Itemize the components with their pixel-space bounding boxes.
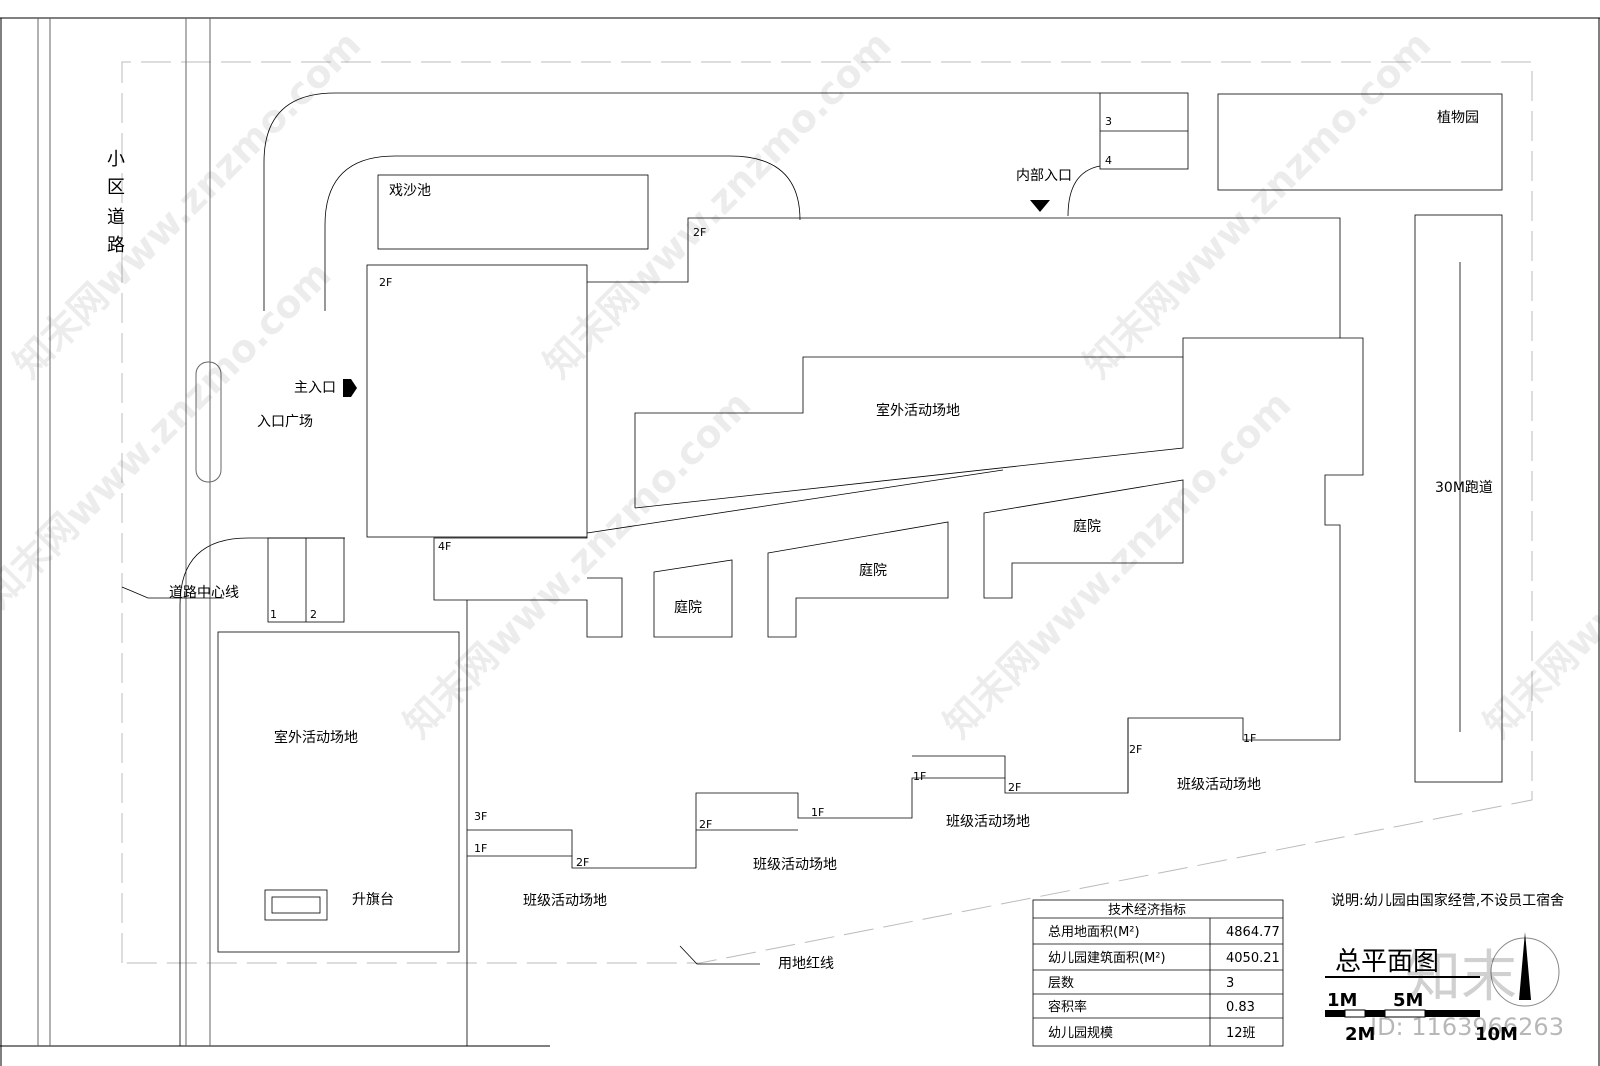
main-entrance-arrow-icon [343,379,357,397]
floor-label: 1F [1243,732,1256,745]
entrance-plaza-label: 入口广场 [257,414,313,430]
drawing-frame [0,17,1600,1066]
title-block: 总平面图 1M 5M 2M 10M [1325,932,1560,1045]
watermark-text: 知末网www.znzmo.com [0,252,339,616]
scale-label-10m: 10M [1475,1024,1518,1045]
parking-number-4: 4 [1105,154,1112,167]
floor-labels: 2F 2F 4F 3F 1F 2F 2F 1F 1F 2F 2F 1F [379,226,1256,869]
main-entrance-label: 主入口 [294,380,336,396]
watermark-text: 知末网www.znzmo.com [535,22,899,386]
track-label: 30M跑道 [1435,480,1493,496]
class-area-label-3: 班级活动场地 [753,857,837,873]
garden-label: 植物园 [1437,110,1479,126]
indicator-label: 幼儿园规模 [1048,1026,1113,1041]
floor-label: 2F [1008,781,1021,794]
watermark-id: ID: 1163966263 [1370,1013,1564,1041]
parking-number-1: 1 [270,608,277,621]
indicators-table: 技术经济指标 总用地面积(M²) 4864.77 幼儿园建筑面积(M²) 405… [1032,899,1284,1047]
entrance-arrows [343,200,1050,397]
scale-label-5m: 5M [1393,990,1423,1011]
internal-entrance-arrow-icon [1030,200,1050,212]
floor-label: 1F [913,770,926,783]
kindergarten-building [366,217,1364,1046]
outdoor-area-top [634,337,1340,509]
internal-entrance-label: 内部入口 [1016,168,1072,184]
courtyard-label-1: 庭院 [1073,518,1101,535]
floor-label: 2F [1129,743,1142,756]
indicators-header: 技术经济指标 [1108,903,1186,918]
courtyards [653,479,1184,638]
courtyard-label-3: 庭院 [674,599,702,616]
watermarks: 知末网www.znzmo.com 知末网www.znzmo.com 知末网www… [0,22,1600,1041]
parking-numbers: 1 2 3 4 [270,115,1112,621]
watermark-brand: 知末 [1405,945,1517,1010]
indicator-value: 4864.77 [1226,925,1280,940]
watermark-text: 知末网www.znzmo.com [1075,22,1439,386]
floor-label: 1F [811,806,824,819]
parking-stalls [267,92,1189,623]
indicator-label: 层数 [1048,976,1074,991]
boundary-line-label: 用地红线 [778,956,834,972]
floor-label: 2F [699,818,712,831]
floor-label: 3F [474,810,487,823]
scale-label-1m: 1M [1327,990,1357,1011]
indicator-label: 总用地面积(M²) [1048,925,1140,940]
scale-label-2m: 2M [1345,1024,1375,1045]
outdoor-area-left-label: 室外活动场地 [274,729,358,746]
road-label-2: 区 [107,177,125,198]
indicator-value: 4050.21 [1226,951,1280,966]
internal-road [179,92,1101,1046]
indicator-value: 0.83 [1226,1000,1255,1015]
sandpit-label: 戏沙池 [389,183,431,199]
leader-lines [121,586,760,965]
scale-bar [1325,1009,1480,1018]
indicator-label: 幼儿园建筑面积(M²) [1048,950,1166,966]
plan-labels: 小 区 道 路 戏沙池 内部入口 植物园 主入口 入口广场 室外活动场地 30M… [107,110,1564,972]
site-boundary [121,61,1533,964]
flag-platform-label: 升旗台 [352,892,394,908]
road-label-3: 道 [107,207,125,228]
class-area-label-4: 班级活动场地 [523,893,607,909]
floor-label: 4F [438,540,451,553]
parking-number-2: 2 [310,608,317,621]
community-road [37,18,222,1046]
north-arrow-icon [1490,932,1560,1007]
road-centerline-label: 道路中心线 [169,585,239,601]
indicator-value: 3 [1226,976,1234,991]
courtyard-label-2: 庭院 [859,562,887,579]
floor-label: 2F [576,856,589,869]
watermark-text: 知末网www.znzmo.com [5,22,369,386]
indicator-label: 容积率 [1048,999,1087,1015]
watermark-text: 知末网www.znzmo.com [935,382,1299,746]
floor-label: 1F [474,842,487,855]
site-features [217,93,1503,953]
watermark-text: 知末网www.znzmo.com [1475,382,1600,746]
floor-label: 2F [379,276,392,289]
floor-label: 2F [693,226,706,239]
note-label: 说明:幼儿园由国家经营,不设员工宿舍 [1331,892,1564,909]
indicator-value: 12班 [1226,1026,1256,1041]
parking-number-3: 3 [1105,115,1112,128]
class-area-label-2: 班级活动场地 [946,814,1030,830]
road-label-1: 小 [107,149,125,170]
road-label-4: 路 [107,235,125,256]
outdoor-area-top-label: 室外活动场地 [876,402,960,419]
class-area-label-1: 班级活动场地 [1177,777,1261,793]
drawing-title: 总平面图 [1335,947,1439,977]
